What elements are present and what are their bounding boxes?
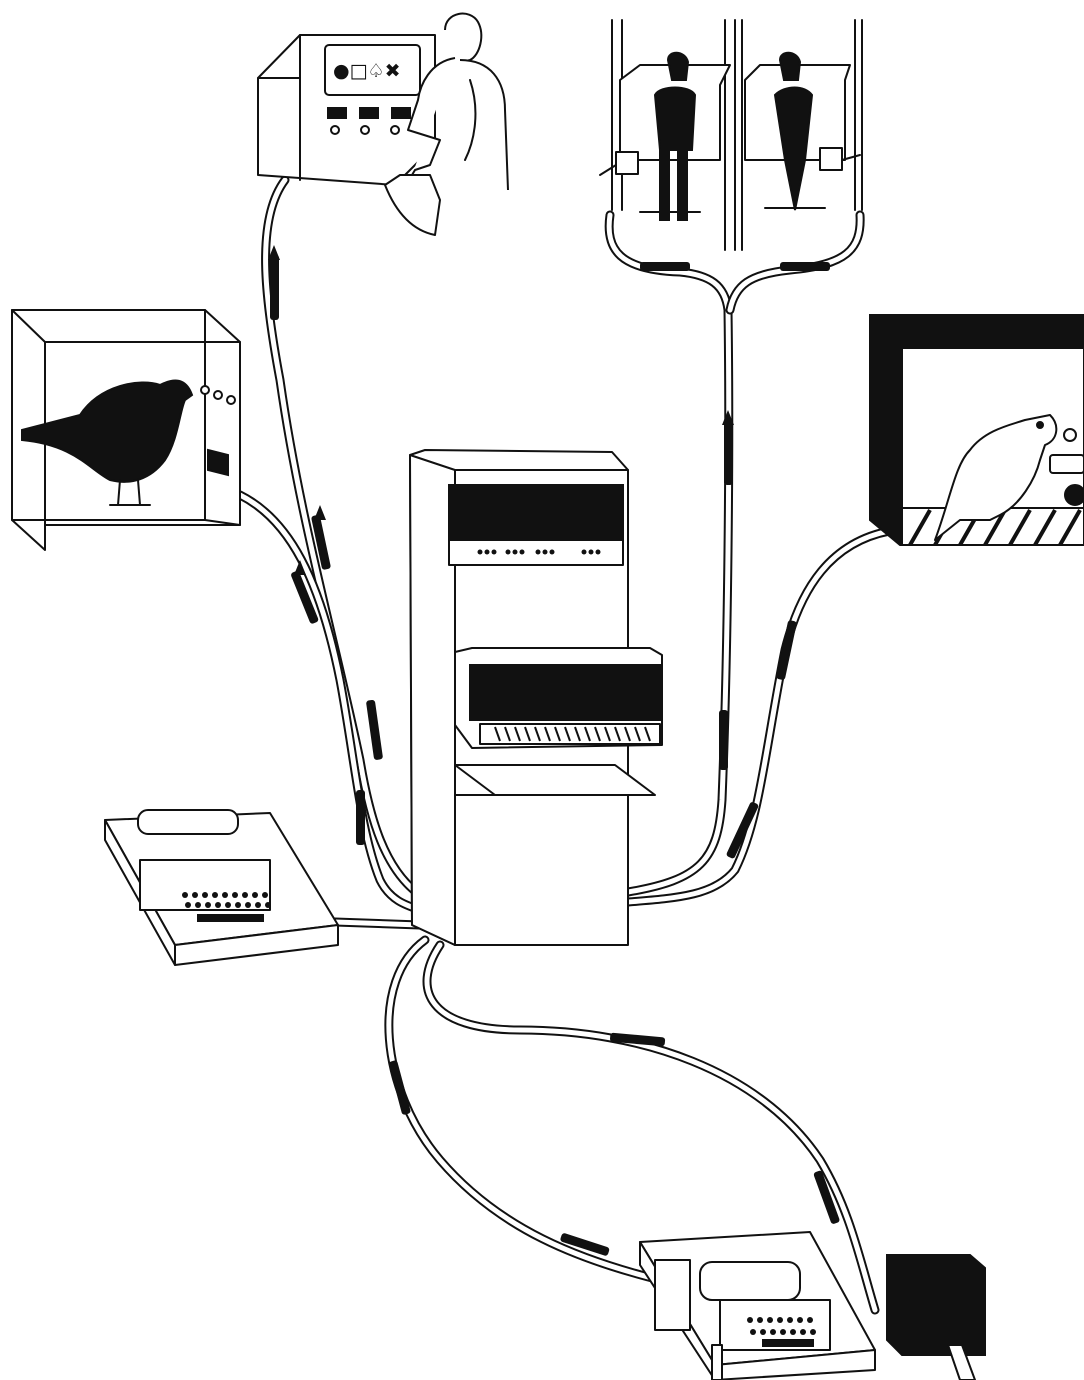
- monkey-chairs: [600, 20, 862, 250]
- cable-marker: [270, 255, 279, 320]
- cable-marker: [780, 262, 830, 271]
- teletype-bottom: [640, 1232, 875, 1380]
- pigeon-chamber: [12, 310, 240, 550]
- cable-marker: [356, 790, 365, 845]
- teletype-left: [105, 810, 338, 965]
- cable-marker: [776, 620, 797, 681]
- cable-marker: [388, 1060, 411, 1115]
- cable-marker: [366, 700, 383, 761]
- tape-unit: [887, 1255, 985, 1380]
- central-computer: [410, 450, 662, 945]
- arrow-marker: [314, 505, 326, 520]
- human-terminal: ●□♤✖: [258, 35, 435, 185]
- screen-symbols: ●□♤✖: [333, 60, 400, 82]
- cable-marker: [719, 710, 728, 770]
- cable-marker: [724, 420, 733, 485]
- rat-chamber: [870, 315, 1084, 545]
- cable-marker: [640, 262, 690, 271]
